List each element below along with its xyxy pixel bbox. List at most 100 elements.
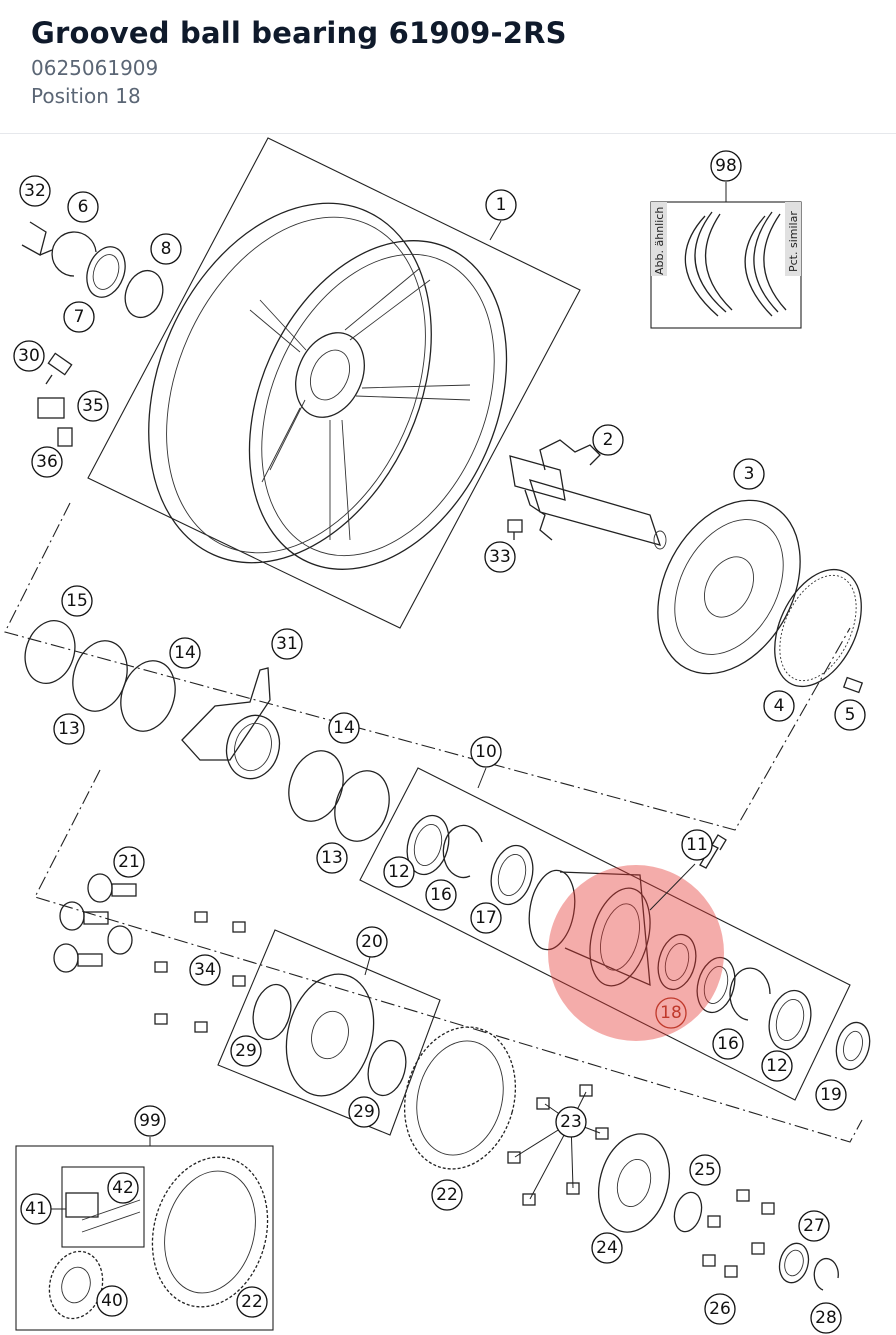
similar-parts-note: Abb. ähnlich Pct. similar — [650, 201, 802, 329]
callout-34[interactable]: 34 — [189, 954, 221, 986]
bushing-29-right — [367, 1039, 407, 1097]
callout-33[interactable]: 33 — [484, 541, 516, 573]
spring-clip — [21, 221, 53, 256]
brake-caliper-carrier — [181, 667, 281, 780]
chain-link — [65, 1192, 141, 1233]
bushing-29-left — [252, 983, 292, 1041]
callout-13-mid[interactable]: 13 — [316, 842, 348, 874]
svg-text:12: 12 — [388, 862, 410, 882]
svg-text:16: 16 — [717, 1034, 739, 1054]
callout-15[interactable]: 15 — [61, 585, 93, 617]
part-header: Grooved ball bearing 61909-2RS 062506190… — [0, 0, 896, 134]
callout-12-left[interactable]: 12 — [383, 856, 415, 888]
callout-40[interactable]: 40 — [96, 1285, 128, 1317]
callout-16-right[interactable]: 16 — [712, 1028, 744, 1060]
callout-20[interactable]: 20 — [356, 926, 388, 958]
callout-10[interactable]: 10 — [470, 736, 502, 768]
circlip — [51, 231, 97, 277]
callout-35[interactable]: 35 — [77, 390, 109, 422]
svg-text:17: 17 — [475, 908, 497, 928]
circlip-16-left — [442, 824, 483, 879]
svg-text:29: 29 — [235, 1041, 257, 1061]
callout-12-right[interactable]: 12 — [761, 1050, 793, 1082]
callout-17[interactable]: 17 — [470, 902, 502, 934]
part-number: 0625061909 — [31, 56, 159, 80]
svg-text:14: 14 — [174, 643, 196, 663]
hub-assembly-outline — [34, 769, 863, 1143]
callout-18[interactable]: 18 — [655, 997, 687, 1029]
callout-28[interactable]: 28 — [810, 1302, 842, 1334]
svg-text:98: 98 — [715, 156, 737, 176]
svg-text:41: 41 — [25, 1199, 47, 1219]
callout-1[interactable]: 1 — [485, 189, 517, 221]
svg-text:18: 18 — [660, 1003, 682, 1023]
callout-13-left[interactable]: 13 — [53, 713, 85, 745]
svg-text:14: 14 — [333, 718, 355, 738]
note-similar-en: Pct. similar — [787, 211, 800, 272]
callout-29-left[interactable]: 29 — [230, 1035, 262, 1067]
svg-text:23: 23 — [560, 1112, 582, 1132]
callout-22-sprocket[interactable]: 22 — [431, 1179, 463, 1211]
callout-30[interactable]: 30 — [13, 340, 45, 372]
svg-text:2: 2 — [603, 430, 614, 450]
callout-11[interactable]: 11 — [681, 829, 713, 861]
callout-14-mid[interactable]: 14 — [328, 712, 360, 744]
svg-text:27: 27 — [803, 1216, 825, 1236]
callout-6[interactable]: 6 — [67, 191, 99, 223]
spacer-25 — [673, 1191, 703, 1233]
svg-text:22: 22 — [436, 1185, 458, 1205]
circlip-16-right — [729, 967, 771, 1021]
callout-23[interactable]: 23 — [555, 1106, 587, 1138]
abs-screw — [842, 676, 864, 694]
svg-text:22: 22 — [241, 1292, 263, 1312]
callout-24[interactable]: 24 — [591, 1232, 623, 1264]
callout-98[interactable]: 98 — [710, 150, 742, 182]
svg-text:32: 32 — [24, 181, 46, 201]
callout-22-kit[interactable]: 22 — [236, 1286, 268, 1318]
sleeve — [57, 427, 73, 447]
callout-29-right[interactable]: 29 — [348, 1096, 380, 1128]
chain-kit-frame — [15, 1145, 274, 1331]
callout-42[interactable]: 42 — [107, 1172, 139, 1204]
callout-7[interactable]: 7 — [63, 301, 95, 333]
hub-frame — [359, 767, 851, 1101]
svg-text:33: 33 — [489, 547, 511, 567]
callout-3[interactable]: 3 — [733, 458, 765, 490]
svg-text:36: 36 — [36, 452, 58, 472]
svg-text:99: 99 — [139, 1111, 161, 1131]
rear-wheel-rim — [148, 202, 508, 570]
carrier-frame — [217, 929, 441, 1136]
callout-14-left[interactable]: 14 — [169, 637, 201, 669]
callout-41[interactable]: 41 — [20, 1193, 52, 1225]
callout-19[interactable]: 19 — [815, 1079, 847, 1111]
callout-31[interactable]: 31 — [271, 628, 303, 660]
front-sprocket — [48, 1250, 104, 1320]
bearing-18-b — [696, 956, 736, 1014]
svg-text:24: 24 — [596, 1238, 618, 1258]
svg-text:8: 8 — [161, 239, 172, 259]
svg-text:30: 30 — [18, 346, 40, 366]
callout-27[interactable]: 27 — [798, 1210, 830, 1242]
callout-25[interactable]: 25 — [689, 1154, 721, 1186]
callout-5[interactable]: 5 — [834, 699, 866, 731]
svg-text:35: 35 — [82, 396, 104, 416]
callout-2[interactable]: 2 — [592, 424, 624, 456]
sprocket-nuts — [507, 1084, 609, 1206]
svg-text:12: 12 — [766, 1056, 788, 1076]
callout-21[interactable]: 21 — [113, 846, 145, 878]
cush-rubbers — [53, 873, 137, 973]
callout-99[interactable]: 99 — [134, 1105, 166, 1137]
valve-stem — [45, 352, 73, 385]
svg-text:15: 15 — [66, 591, 88, 611]
callout-26[interactable]: 26 — [704, 1293, 736, 1325]
callout-36[interactable]: 36 — [31, 446, 63, 478]
svg-text:16: 16 — [430, 885, 452, 905]
svg-text:34: 34 — [194, 960, 216, 980]
callout-4[interactable]: 4 — [763, 690, 795, 722]
seal-14-mid — [288, 750, 344, 822]
callout-32[interactable]: 32 — [19, 175, 51, 207]
bearing-ring — [86, 246, 126, 298]
callout-8[interactable]: 8 — [150, 233, 182, 265]
callout-16-left[interactable]: 16 — [425, 879, 457, 911]
sprocket-carrier — [285, 973, 375, 1097]
